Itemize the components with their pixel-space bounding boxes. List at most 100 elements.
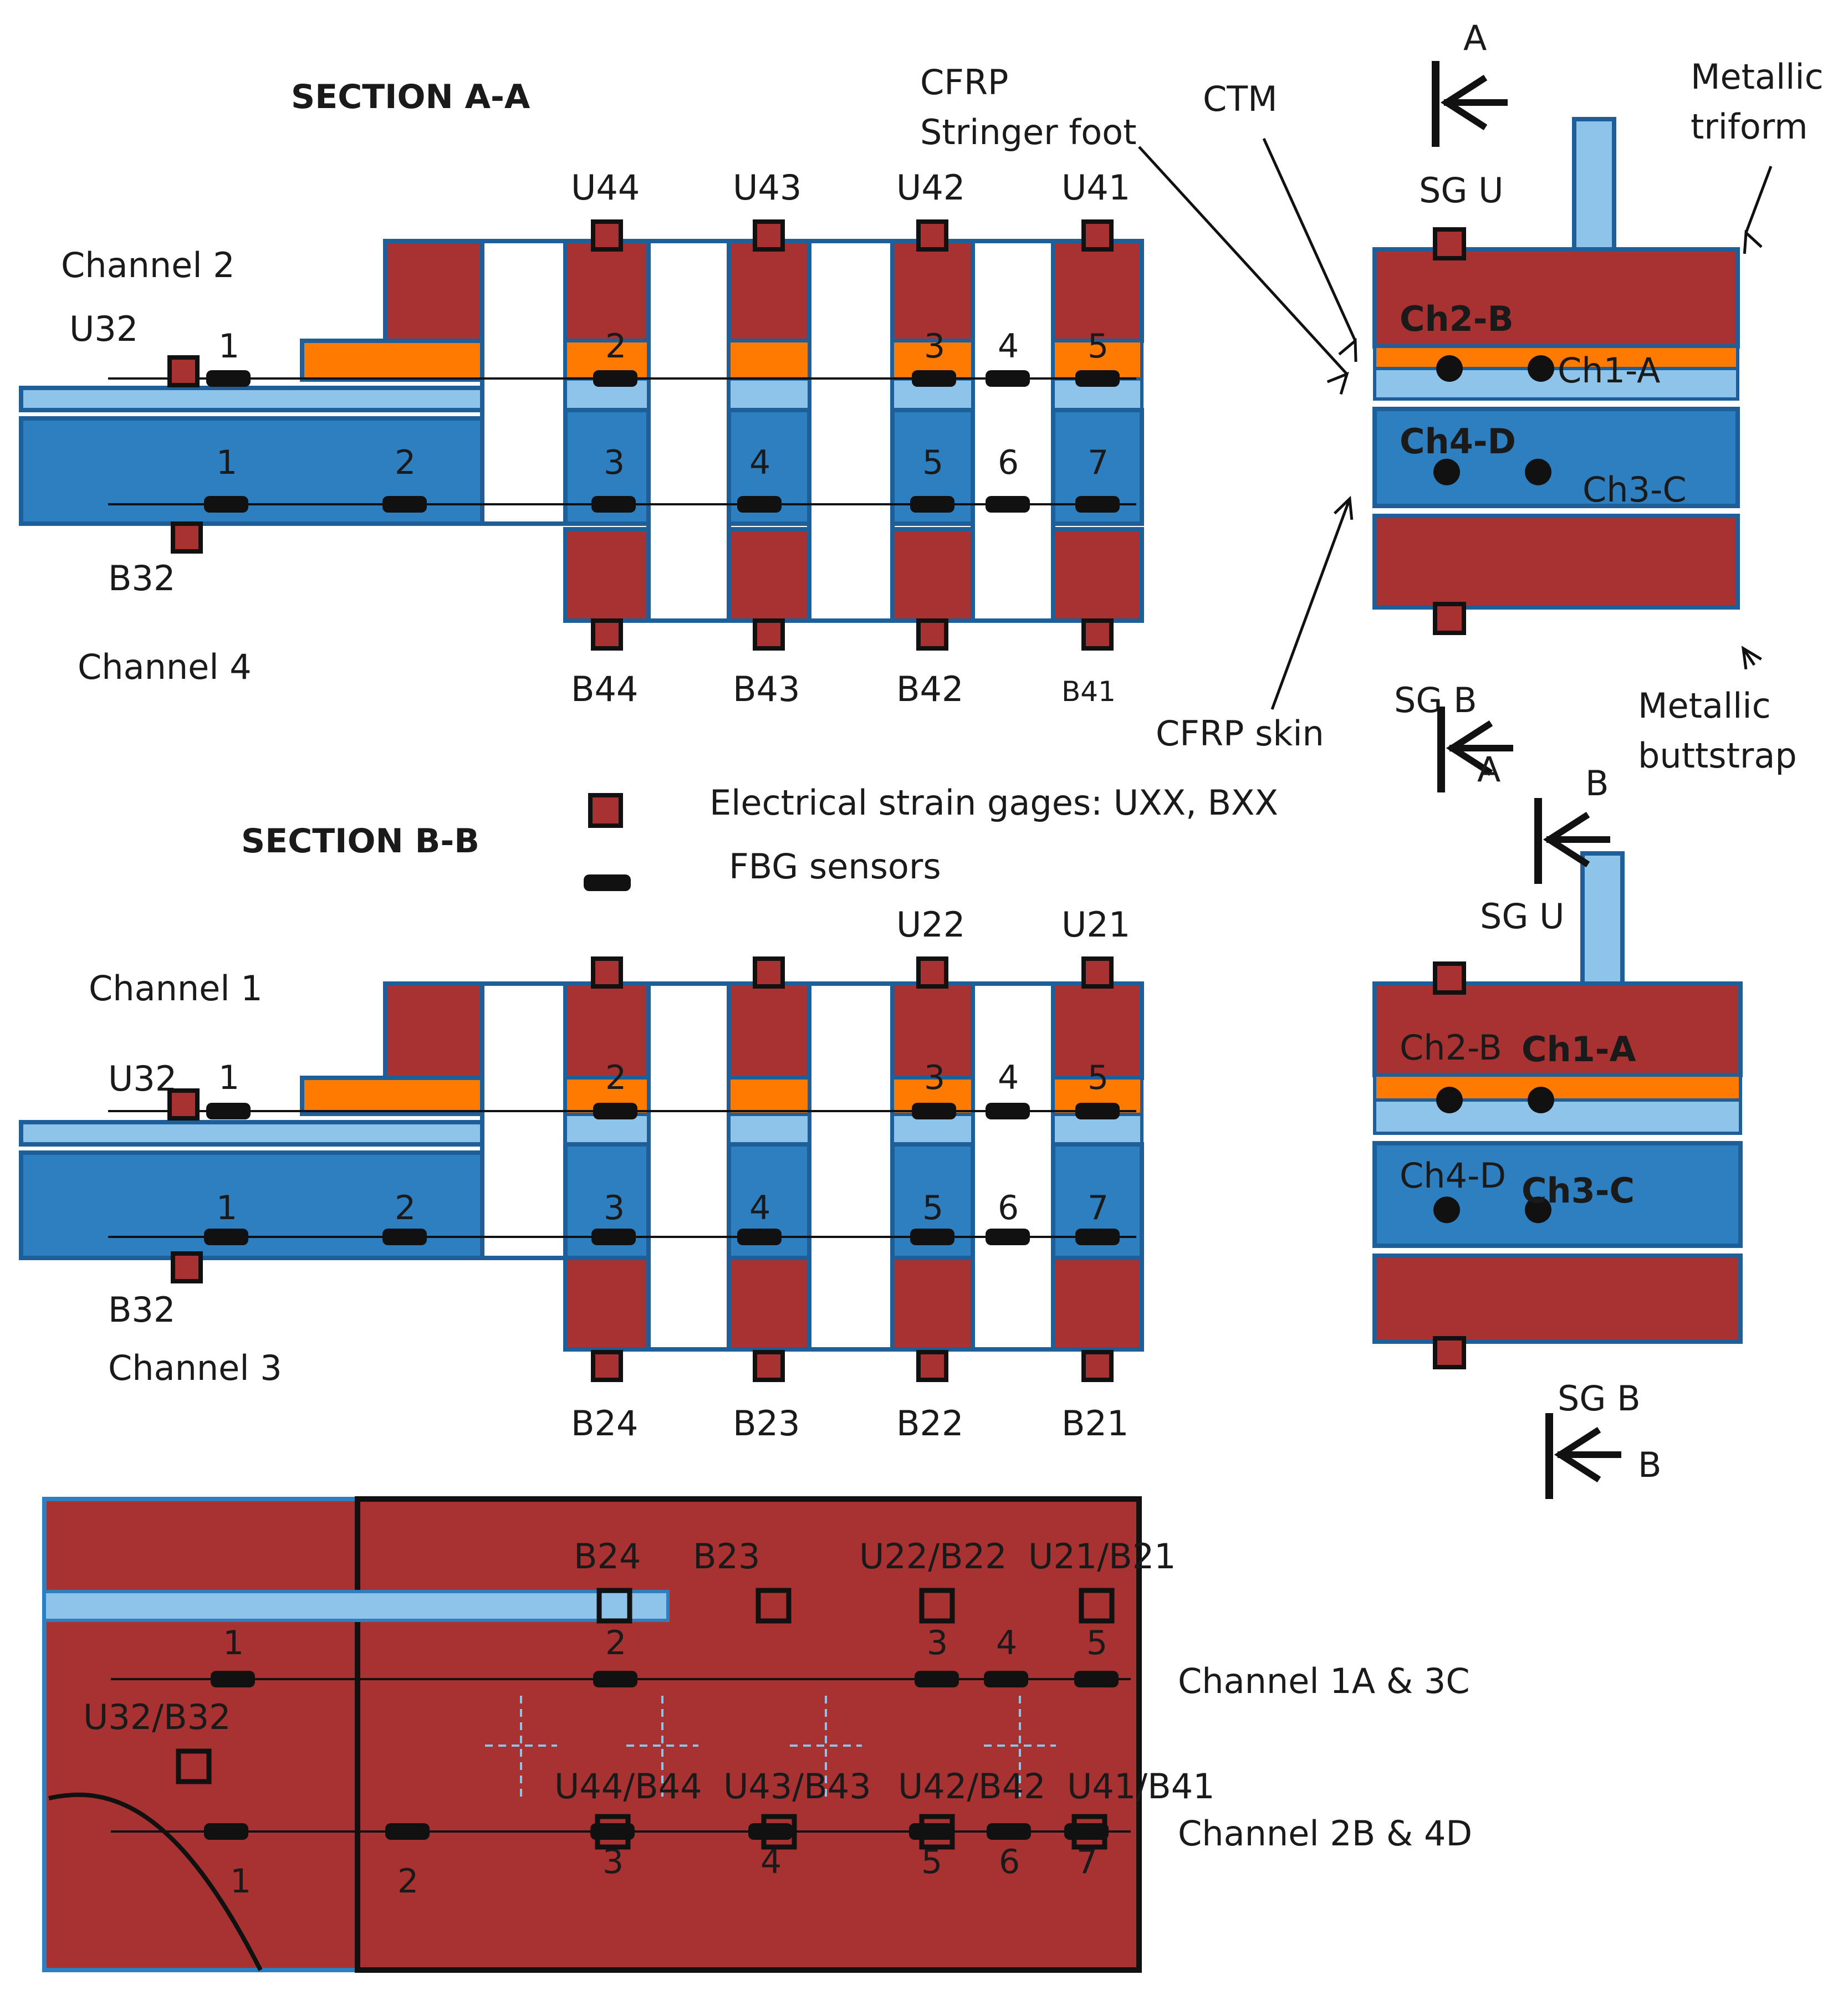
leader-cfrp-skin	[1270, 498, 1351, 710]
leader-arrowhead	[1333, 495, 1354, 520]
fbg-sensor-upper-2	[593, 1103, 637, 1119]
strain-gauge-upper	[591, 219, 623, 252]
fbg-lower-number-6: 6	[998, 1189, 1019, 1227]
callout-metallic-2: Metallic	[1638, 685, 1771, 726]
fbg-lower-number-4: 4	[749, 1189, 770, 1227]
plan-gauge-label-U21/B21: U21/B21	[1028, 1536, 1176, 1577]
gauge-label-U41: U41	[1061, 167, 1130, 208]
fbg-position-dot	[1528, 1087, 1554, 1113]
fbg-upper-number-2: 2	[605, 1058, 626, 1097]
channel-4-label: Channel 4	[78, 647, 252, 687]
fbg-sensor-lower-3	[591, 1229, 636, 1245]
stringer-foot-layer	[19, 386, 484, 412]
legend-strain-gage-label: Electrical strain gages: UXX, BXX	[709, 782, 1278, 823]
fbg-position-dot	[1436, 1087, 1463, 1113]
plan-gauge-marker-U42/B42	[919, 1814, 955, 1850]
gauge-label-B44: B44	[571, 669, 638, 709]
plan-fbg-lower-3	[590, 1823, 635, 1840]
buttstrap-foot-layer	[727, 377, 811, 412]
fbg-sensor-lower-6	[986, 1229, 1030, 1245]
buttstrap-lower-metal	[727, 1256, 811, 1352]
cut-sg-u-label: SG U	[1419, 170, 1504, 211]
fbg-lower-number-2: 2	[395, 1189, 416, 1227]
channel-3-label: Channel 3	[108, 1348, 282, 1388]
fbg-lower-number-1: 1	[216, 443, 237, 482]
cut-cfrp-skin	[1372, 1141, 1743, 1248]
fbg-upper-number-1: 1	[218, 327, 239, 366]
fbg-upper-number-3: 3	[924, 327, 945, 366]
plan-fbg-upper-1	[211, 1671, 255, 1687]
callout-metallic-1: Metallic	[1691, 57, 1824, 97]
cut-sg-b-label: SG B	[1558, 1378, 1641, 1419]
cut-strain-gauge-upper	[1433, 227, 1466, 260]
metal-step-upper	[383, 239, 484, 343]
plan-fbg-upper-4	[984, 1671, 1028, 1687]
strain-gauge-lower	[753, 1350, 785, 1382]
buttstrap-lower-metal	[563, 1256, 651, 1352]
cut-strain-gauge-lower	[1433, 1336, 1466, 1369]
fbg-sensor-lower-1	[204, 1229, 248, 1245]
fbg-upper-number-2: 2	[605, 327, 626, 366]
plan-gauge-label-U41/B41: U41/B41	[1067, 1766, 1215, 1807]
section-b-b-title: SECTION B-B	[241, 822, 479, 861]
leader-triform	[1744, 166, 1773, 233]
strain-gauge-lower	[753, 618, 785, 651]
ctm-step-b	[300, 1076, 484, 1116]
gauge-label-B24: B24	[571, 1403, 638, 1444]
fbg-sensor-lower-7	[1075, 1229, 1120, 1245]
plan-fbg-upper-2	[593, 1671, 637, 1687]
gauge-label-U22: U22	[896, 904, 965, 945]
strain-gauge-upper	[591, 956, 623, 989]
gauge-label-U21: U21	[1061, 904, 1130, 945]
fbg-sensor-lower-3	[591, 496, 636, 513]
buttstrap-lower-metal	[1051, 527, 1144, 623]
cut-ctm	[1373, 1073, 1742, 1102]
plan-gauge-label-U22/B22: U22/B22	[859, 1536, 1007, 1577]
fbg-sensor-upper-5	[1075, 370, 1120, 387]
fbg-position-dot	[1433, 458, 1460, 485]
section-arrow-top-letter: B	[1585, 763, 1609, 804]
fbg-sensor-lower-5	[910, 1229, 954, 1245]
section-arrow-top-head	[1543, 811, 1590, 868]
section-b-b: SECTION B-B Channel 1 Channel 3 U32 B32 …	[19, 822, 1144, 1444]
strain-gauge-lower	[591, 618, 623, 651]
leader-stringer-foot	[1138, 146, 1348, 375]
ctm-step	[300, 339, 484, 382]
strain-gauge-upper	[916, 219, 948, 252]
buttstrap-columns-b	[563, 981, 1144, 1352]
buttstrap-ctm-layer	[727, 339, 811, 381]
leader-arrowheads	[1326, 229, 1763, 670]
fbg-upper-number-4: 4	[998, 327, 1019, 366]
cut-stringer-foot	[1373, 367, 1739, 401]
plan-gauge-marker-U44/B44	[595, 1814, 631, 1850]
fbg-lower-number-7: 7	[1088, 443, 1109, 482]
plan-edge-curve	[48, 1792, 263, 1971]
buttstrap-ctm-layer	[727, 1076, 811, 1116]
strain-gauge-upper	[753, 219, 785, 252]
gap-column	[646, 239, 731, 623]
gauge-u32-label-b: U32	[108, 1058, 177, 1099]
plan-fbg-upper-number-5: 5	[1086, 1624, 1107, 1662]
plan-gauge-marker-U21/B21	[1079, 1588, 1115, 1624]
buttstrap-lower-metal	[890, 1256, 975, 1352]
fbg-sensor-lower-4	[737, 496, 782, 513]
leader-arrowhead	[1741, 646, 1762, 670]
plan-gauge-marker-B24	[596, 1588, 632, 1624]
plan-fbg-lower-7	[1064, 1823, 1109, 1840]
strain-gauge-upper	[753, 956, 785, 989]
metal-step-upper-b	[383, 981, 484, 1080]
cut-cfrp-skin	[1372, 407, 1740, 508]
plan-fbg-lower-number-1: 1	[230, 1862, 251, 1901]
buttstrap-upper-metal	[890, 239, 975, 343]
callout-cfrp-line1: CFRP	[920, 62, 1008, 103]
strain-gauge-lower	[916, 618, 948, 651]
plan-gauge-u32-b32-marker	[176, 1748, 212, 1784]
fbg-lower-number-4: 4	[749, 443, 770, 482]
strain-gauge-upper	[1081, 219, 1114, 252]
buttstrap-cfrp-layer	[1051, 1142, 1144, 1260]
fbg-upper-number-5: 5	[1088, 327, 1109, 366]
